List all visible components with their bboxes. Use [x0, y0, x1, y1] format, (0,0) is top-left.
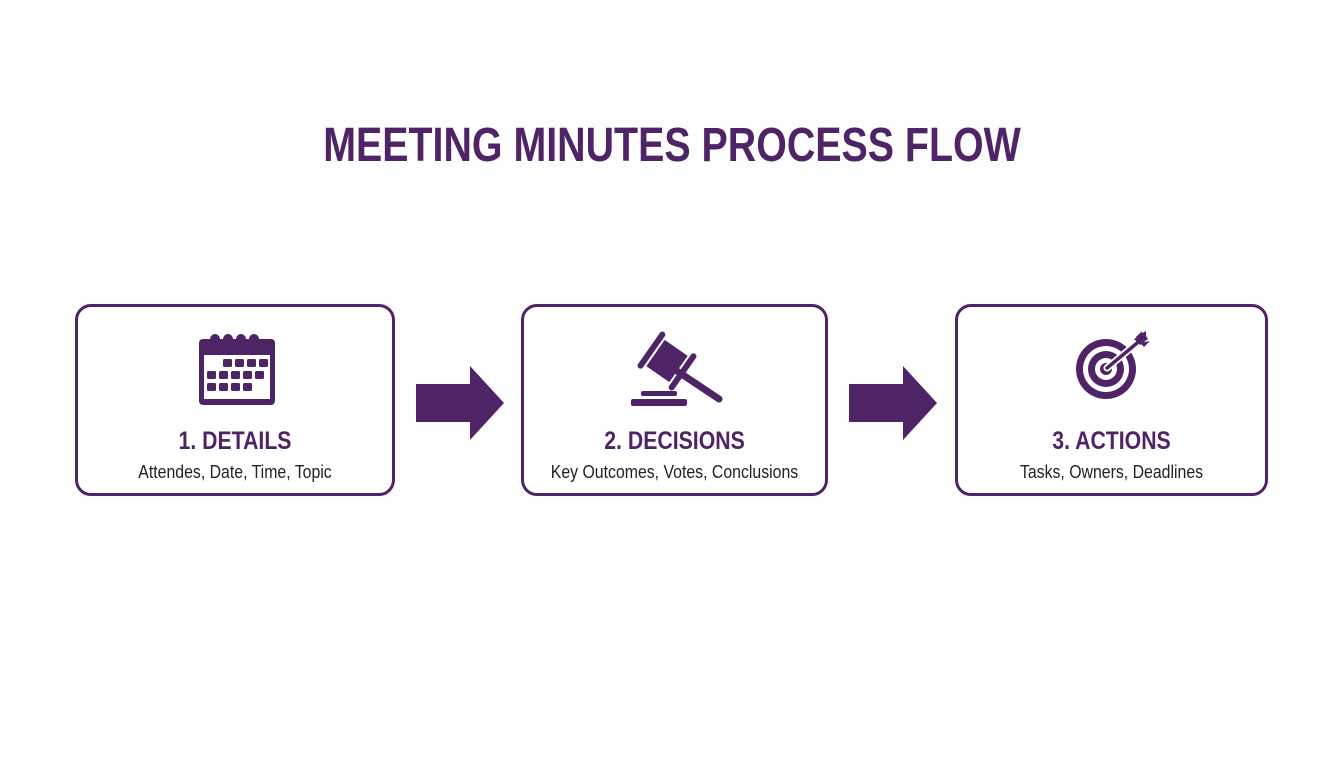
step-subtitle: Tasks, Owners, Deadlines [1019, 462, 1204, 482]
arrow-right-icon [849, 366, 937, 445]
target-arrow-icon [1070, 331, 1154, 408]
step-card-actions: 3. ACTIONS Tasks, Owners, Deadlines [955, 304, 1268, 496]
step-heading: 3. ACTIONS [1052, 427, 1171, 455]
step-heading: 1. DETAILS [178, 427, 292, 455]
step-card-details: 1. DETAILS Attendes, Date, Time, Topic [75, 304, 395, 496]
step-heading: 2. DECISIONS [604, 427, 745, 455]
step-subtitle: Attendes, Date, Time, Topic [138, 462, 332, 482]
calendar-icon [195, 331, 275, 410]
step-card-decisions: 2. DECISIONS Key Outcomes, Votes, Conclu… [521, 304, 828, 496]
gavel-icon [616, 331, 725, 454]
step-subtitle: Key Outcomes, Votes, Conclusions [550, 462, 799, 482]
arrow-right-icon [416, 366, 504, 445]
page-title: MEETING MINUTES PROCESS FLOW [323, 119, 1021, 172]
